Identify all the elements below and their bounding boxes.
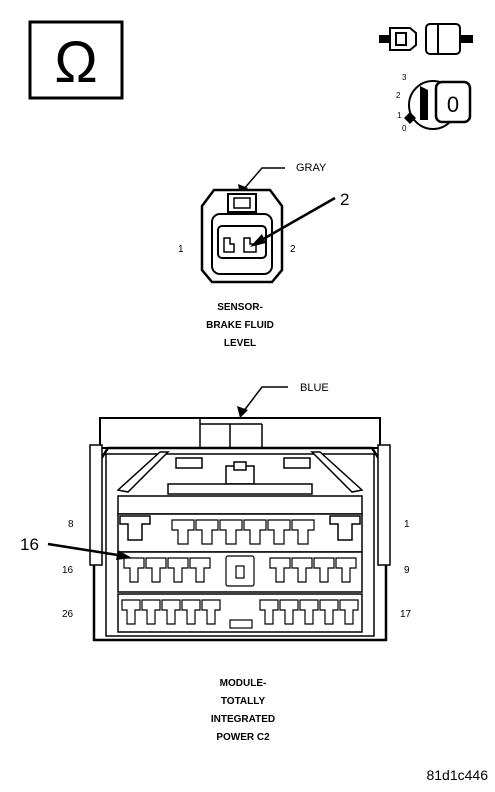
module-caption-line-4: POWER C2 [216,732,270,743]
module-row-label-right-2: 9 [404,565,410,576]
module-connector: BLUE [20,382,412,743]
sensor-connector: GRAY 2 1 2 SENSOR- BRAKE FLUID LEVEL [178,162,349,349]
row-3-terminals [121,599,359,629]
sensor-caption-line-1: SENSOR- [217,302,263,313]
module-row-label-left-3: 26 [62,609,74,620]
module-caption-line-3: INTEGRATED [211,714,275,725]
ignition-position-0: 0 [402,124,407,133]
module-row-label-left-1: 8 [68,519,74,530]
module-row-label-left-2: 16 [62,565,74,576]
row-2-terminals [123,555,357,587]
sensor-pin-right: 2 [290,244,296,255]
module-color-label: BLUE [300,382,329,394]
module-callout: 16 [20,535,39,554]
module-caption-line-1: MODULE- [220,678,267,689]
sensor-caption-line-2: BRAKE FLUID [206,320,274,331]
ohm-symbol: Ω [54,30,97,95]
module-caption-line-2: TOTALLY [221,696,266,707]
sensor-color-label: GRAY [296,162,327,174]
key-position-label: 0 [447,92,459,117]
ignition-switch-icon: 0 3 2 1 0 [396,73,472,133]
sensor-callout: 2 [340,190,349,209]
module-row-label-right-3: 17 [400,609,412,620]
ohmmeter-icon: Ω [28,20,124,100]
disconnected-connector-icon [379,23,473,55]
module-row-label-right-1: 1 [404,519,410,530]
sensor-pin-left: 1 [178,244,184,255]
figure-id: 81d1c446 [426,767,488,783]
row-1-terminals [171,519,315,545]
ignition-position-2: 2 [396,91,401,100]
ignition-position-1: 1 [397,111,402,120]
sensor-caption-line-3: LEVEL [224,338,256,349]
ignition-position-3: 3 [402,73,407,82]
